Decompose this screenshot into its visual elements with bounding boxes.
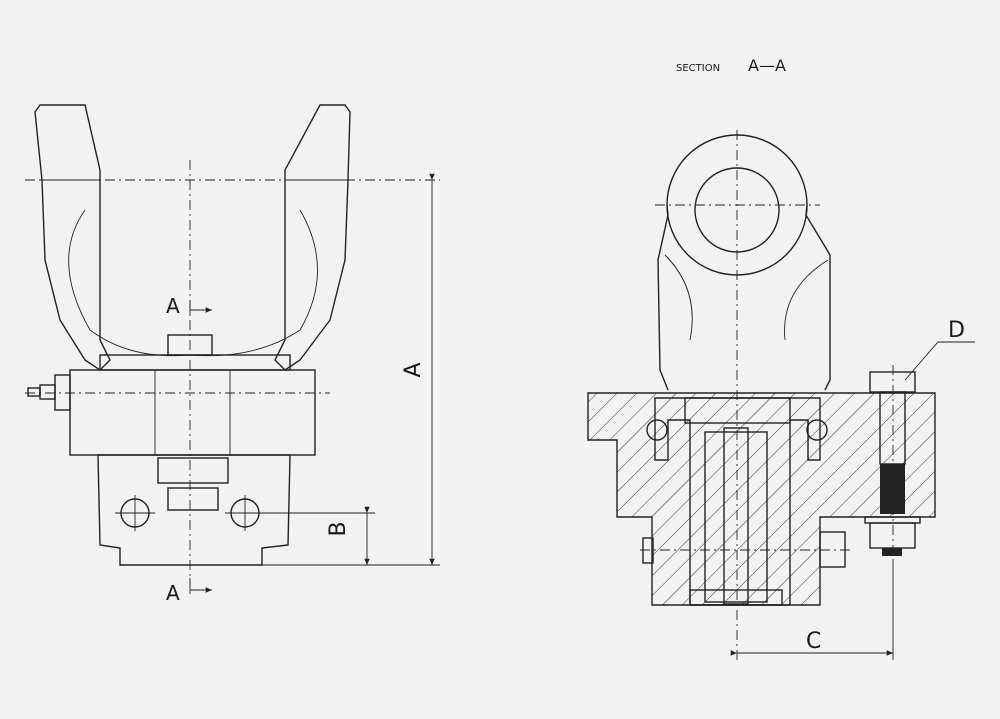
dimension-b-label: B: [326, 521, 351, 536]
grease-nipple: [27, 374, 71, 411]
yoke-left-ear: [34, 104, 111, 371]
section-marker-bottom: A: [166, 581, 180, 605]
dimension-a-label: A: [401, 362, 426, 377]
bore: [654, 397, 821, 606]
section-title-prefix: SECTION: [676, 63, 720, 74]
hatched-housing: [587, 392, 936, 606]
dimension-c-label: C: [806, 629, 821, 654]
front-view: A B A A: [25, 104, 440, 605]
clamp-bolt: [864, 371, 921, 556]
section-title-name: A—A: [748, 56, 786, 75]
flange-body: [69, 369, 316, 456]
section-marker-top: A: [166, 294, 180, 318]
yoke-inner-curve: [68, 209, 318, 357]
lower-bolt: [167, 487, 219, 511]
yoke-right-ear: [274, 104, 351, 371]
section-view: SECTION A—A: [587, 56, 975, 660]
dimension-d-label: D: [948, 318, 965, 343]
